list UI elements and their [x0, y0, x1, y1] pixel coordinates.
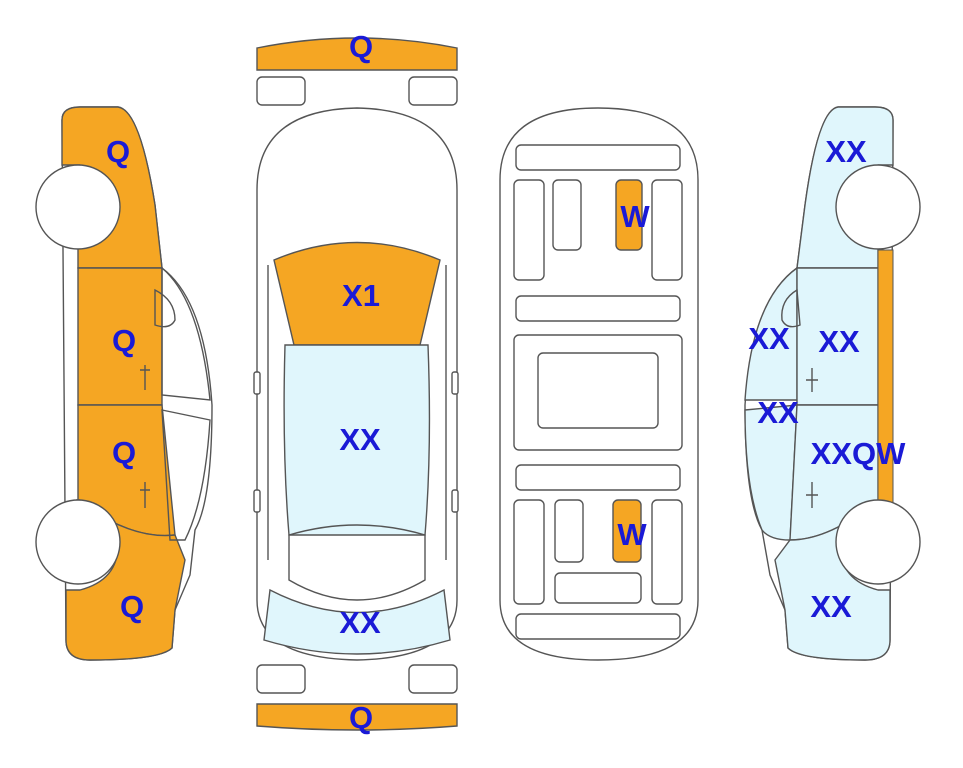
label-right-front-pillar: XX	[748, 321, 790, 356]
label-left-rear-door: Q	[112, 435, 136, 470]
right-side-view: XX XX XX XX XXQW XX	[744, 106, 921, 661]
panel-rear-bumper[interactable]	[256, 703, 458, 731]
panel-trunk[interactable]	[263, 588, 451, 655]
label-right-front-door: XX	[818, 324, 860, 359]
panel-floor-rear[interactable]	[612, 499, 642, 563]
panel-front-bumper[interactable]	[256, 37, 458, 71]
label-left-front-door: Q	[112, 323, 136, 358]
label-right-rear-door: XXQW	[811, 436, 906, 471]
label-rear-bumper: Q	[349, 700, 373, 735]
panel-right-lower-pillar[interactable]	[744, 404, 798, 541]
left-rear-wheel	[35, 499, 121, 585]
label-hood: X1	[342, 278, 380, 313]
underbody-view: W W	[499, 107, 699, 661]
label-trunk: XX	[339, 605, 381, 640]
panel-hood[interactable]	[273, 241, 441, 346]
label-floor-rear: W	[617, 517, 647, 552]
left-front-wheel	[35, 164, 121, 250]
top-view: Q X1 XX XX Q	[253, 29, 459, 735]
label-roof: XX	[339, 422, 381, 457]
right-rear-wheel	[835, 499, 921, 585]
label-right-front-fender: XX	[825, 134, 867, 169]
panel-floor-front[interactable]	[615, 179, 643, 251]
label-front-bumper: Q	[349, 29, 373, 64]
label-floor-front: W	[620, 199, 650, 234]
panel-right-front-pillar[interactable]	[744, 266, 798, 401]
label-left-rear-quarter: Q	[120, 589, 144, 624]
right-front-wheel	[835, 164, 921, 250]
label-left-front-fender: Q	[106, 134, 130, 169]
left-side-view: Q Q Q Q	[35, 106, 213, 661]
label-right-lower-pillar: XX	[757, 395, 799, 430]
label-right-rear-quarter: XX	[810, 589, 852, 624]
